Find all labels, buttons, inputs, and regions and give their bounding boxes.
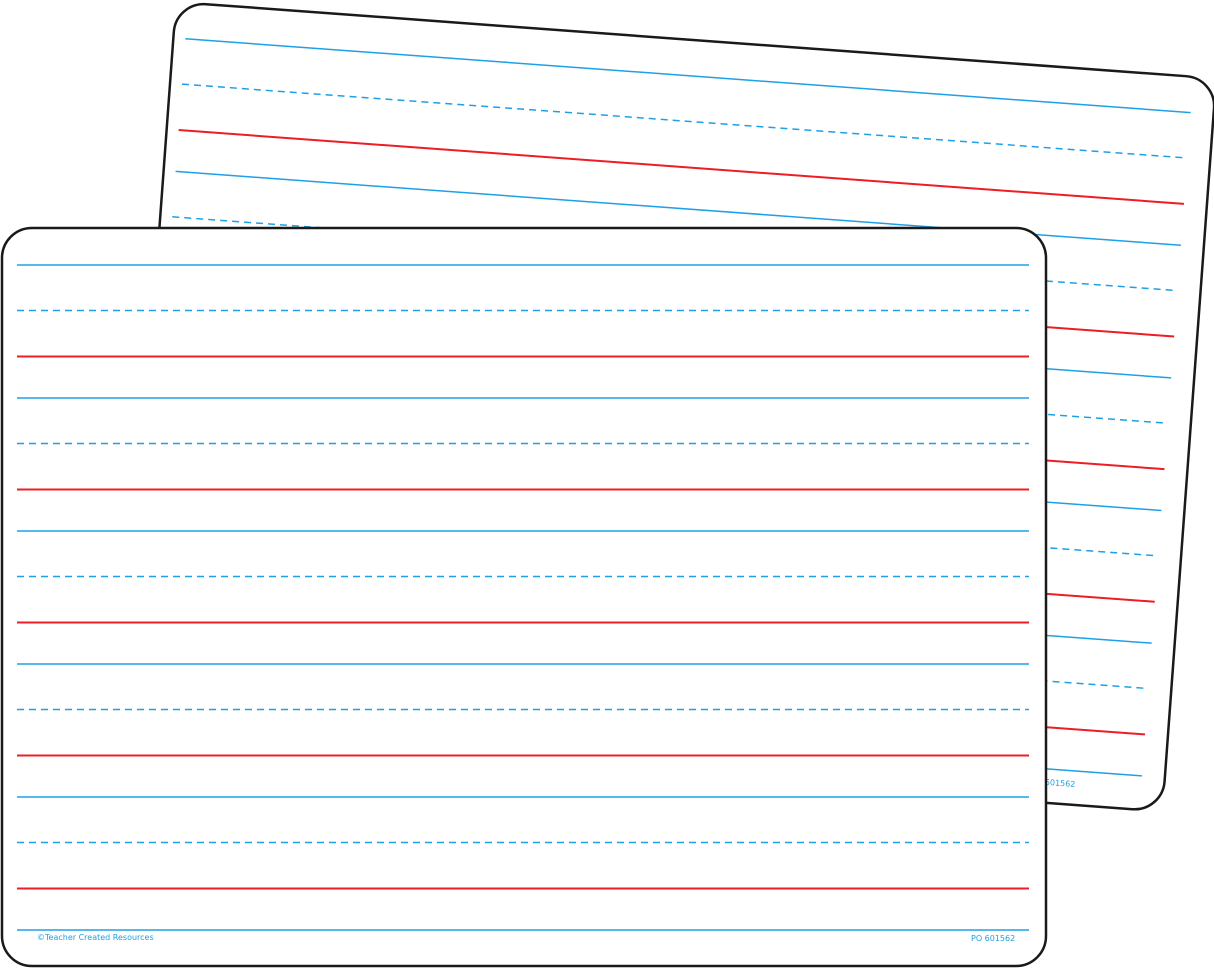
front-board-outline [0, 226, 1048, 968]
solid-blue-guide-line [185, 38, 1191, 114]
copyright-text: ©Teacher Created Resources [37, 933, 154, 942]
dashed-blue-guide-line [181, 83, 1188, 159]
front-product-code: PO 601562 [971, 934, 1015, 943]
front-whiteboard: ©Teacher Created Resources PO 601562 [0, 226, 1048, 968]
solid-red-guide-line [178, 129, 1184, 205]
